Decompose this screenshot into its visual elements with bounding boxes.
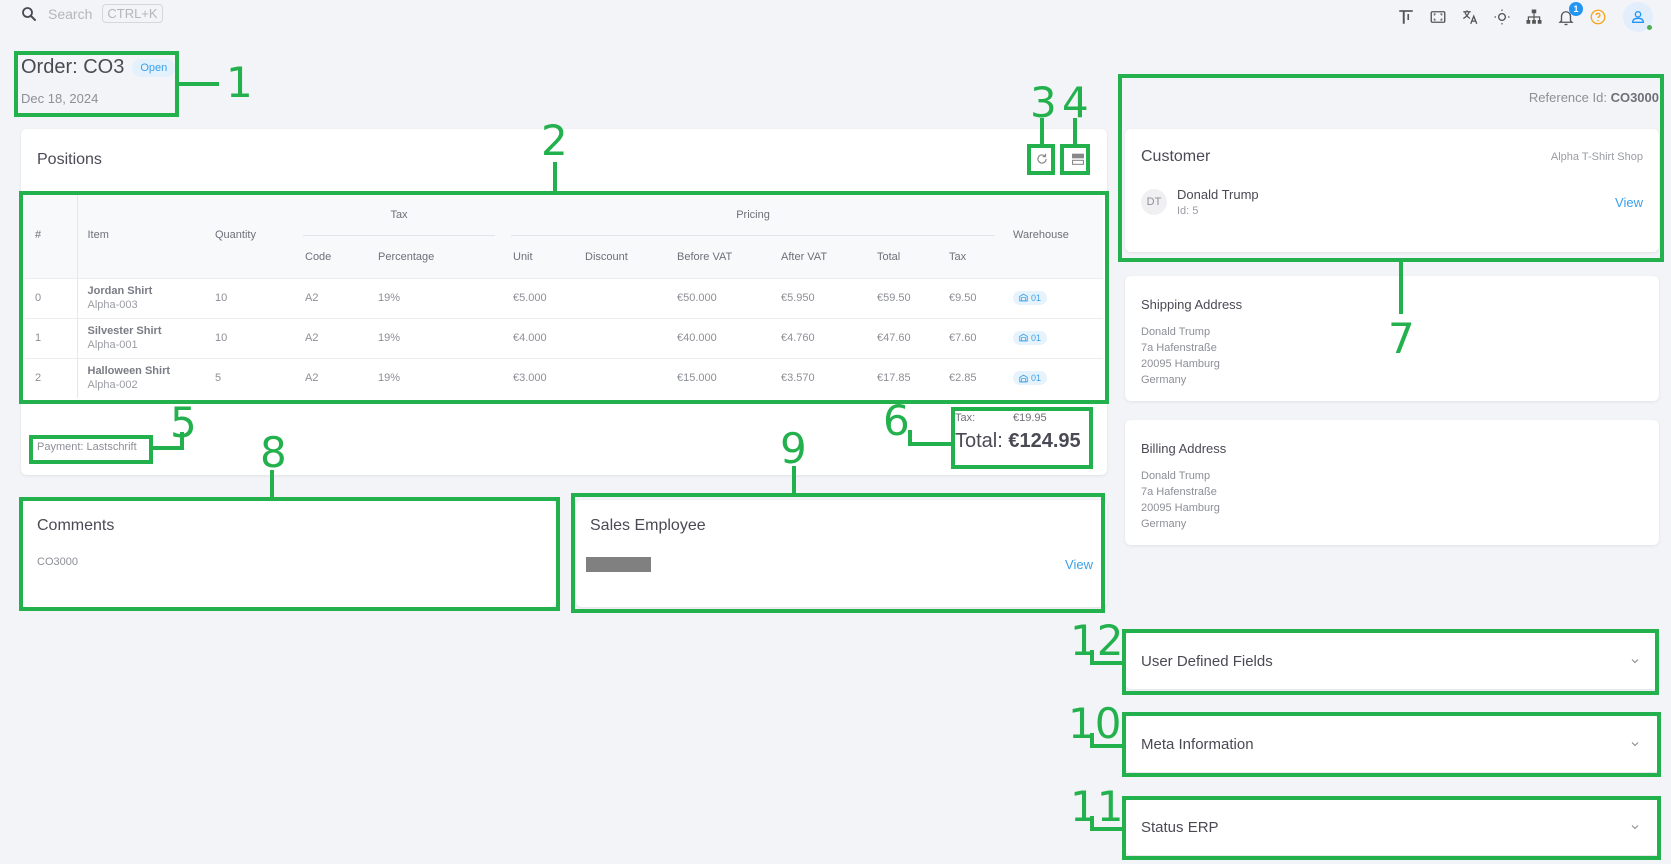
customer-shop: Alpha T-Shirt Shop bbox=[1550, 151, 1643, 163]
text-height-button[interactable] bbox=[1395, 6, 1417, 28]
theme-toggle-button[interactable] bbox=[1491, 6, 1513, 28]
col-unit: Unit bbox=[503, 236, 575, 278]
customer-id: Id: 5 bbox=[1177, 205, 1199, 217]
col-before-vat: Before VAT bbox=[667, 236, 771, 278]
col-tax-code: Code bbox=[295, 236, 368, 278]
reference-id: Reference Id: CO3000 bbox=[1528, 90, 1659, 105]
col-group-tax: Tax bbox=[295, 193, 503, 236]
fullscreen-icon bbox=[1430, 11, 1446, 23]
customer-view-link[interactable]: View bbox=[1615, 195, 1643, 210]
chevron-down-icon bbox=[1631, 659, 1639, 664]
customer-title: Customer bbox=[1141, 148, 1211, 165]
org-tree-icon bbox=[1526, 9, 1542, 24]
status-badge: Open bbox=[132, 58, 176, 77]
order-header: Order: CO3 Open Dec 18, 2024 bbox=[21, 56, 176, 106]
col-warehouse: Warehouse bbox=[1003, 193, 1103, 278]
item-name: Silvester Shirt bbox=[87, 325, 162, 337]
item-sku: Alpha-002 bbox=[87, 379, 138, 392]
meta-information-accordion[interactable]: Meta Information bbox=[1125, 716, 1659, 772]
sales-employee-title: Sales Employee bbox=[590, 517, 706, 534]
total-label: Total: bbox=[955, 430, 1003, 452]
notification-count-badge: 1 bbox=[1569, 2, 1583, 16]
warehouse-icon bbox=[1019, 374, 1028, 382]
col-item: Item bbox=[77, 193, 205, 278]
search-shortcut: CTRL+K bbox=[102, 4, 163, 23]
user-icon bbox=[1631, 11, 1645, 23]
comments-text: CO3000 bbox=[37, 556, 78, 568]
item-sku: Alpha-003 bbox=[87, 299, 138, 311]
tax-value: €19.95 bbox=[1013, 412, 1047, 424]
total-value: €124.95 bbox=[1008, 430, 1081, 452]
org-tree-button[interactable] bbox=[1523, 6, 1545, 28]
search-placeholder: Search bbox=[48, 5, 93, 22]
search-icon bbox=[22, 6, 36, 21]
refresh-icon bbox=[1037, 153, 1047, 164]
bell-icon bbox=[1558, 11, 1574, 26]
page-title: Order: CO3 bbox=[21, 56, 125, 78]
online-status-dot bbox=[1647, 25, 1652, 30]
fullscreen-button[interactable] bbox=[1427, 6, 1449, 28]
sales-employee-card: Sales Employee View bbox=[576, 500, 1107, 607]
warehouse-badge[interactable]: 01 bbox=[1013, 290, 1048, 305]
user-defined-fields-accordion[interactable]: User Defined Fields bbox=[1125, 633, 1659, 689]
billing-address-card: Billing Address Donald Trump 7a Hafenstr… bbox=[1125, 420, 1659, 545]
positions-title: Positions bbox=[37, 151, 102, 168]
col-tax-percentage: Percentage bbox=[368, 236, 503, 278]
col-group-pricing: Pricing bbox=[503, 193, 1003, 236]
col-after-vat: After VAT bbox=[771, 236, 867, 278]
shipping-address-card: Shipping Address Donald Trump 7a Hafenst… bbox=[1125, 276, 1659, 401]
theme-sun-icon bbox=[1494, 9, 1510, 25]
item-sku: Alpha-001 bbox=[87, 339, 138, 351]
redacted-employee-name bbox=[586, 557, 651, 572]
positions-table: # Item Quantity Tax Pricing Warehouse Co… bbox=[25, 193, 1103, 398]
warehouse-badge[interactable]: 01 bbox=[1013, 330, 1048, 345]
chevron-down-icon bbox=[1631, 825, 1639, 830]
shipping-address-title: Shipping Address bbox=[1141, 297, 1243, 312]
payment-method: Payment: Lastschrift bbox=[37, 441, 137, 453]
warehouse-icon bbox=[1019, 333, 1028, 342]
col-index: # bbox=[25, 193, 78, 278]
order-date: Dec 18, 2024 bbox=[21, 91, 99, 106]
translate-icon bbox=[1462, 10, 1478, 25]
col-discount: Discount bbox=[575, 236, 667, 278]
avatar: DT bbox=[1141, 189, 1167, 215]
col-quantity: Quantity bbox=[205, 193, 295, 278]
sales-employee-view-link[interactable]: View bbox=[1065, 557, 1093, 572]
refresh-button[interactable] bbox=[1031, 148, 1053, 170]
col-tax: Tax bbox=[939, 236, 1003, 278]
layout-toggle-button[interactable] bbox=[1067, 148, 1089, 170]
top-bar: Search CTRL+K 1 bbox=[0, 0, 1671, 32]
text-height-icon bbox=[1399, 10, 1413, 24]
toolbar-icons: 1 bbox=[1395, 2, 1653, 32]
customer-card: Customer Alpha T-Shirt Shop DT Donald Tr… bbox=[1125, 129, 1659, 252]
warehouse-icon bbox=[1019, 293, 1028, 302]
item-name: Jordan Shirt bbox=[87, 285, 153, 297]
positions-card: Positions # Item Quantity Tax Pricing Wa… bbox=[21, 129, 1107, 475]
translate-button[interactable] bbox=[1459, 6, 1481, 28]
warehouse-badge[interactable]: 01 bbox=[1013, 371, 1048, 385]
help-button[interactable] bbox=[1587, 6, 1609, 28]
layout-toggle-icon bbox=[1071, 153, 1084, 165]
help-icon bbox=[1590, 9, 1606, 25]
order-totals: Tax: €19.95 Total: €124.95 bbox=[955, 412, 1087, 453]
item-name: Halloween Shirt bbox=[87, 365, 171, 378]
customer-name: Donald Trump bbox=[1177, 187, 1259, 202]
tax-label: Tax: bbox=[955, 412, 976, 424]
billing-address-title: Billing Address bbox=[1141, 441, 1227, 456]
user-menu-button[interactable] bbox=[1623, 2, 1653, 32]
global-search[interactable]: Search CTRL+K bbox=[20, 4, 163, 23]
status-erp-accordion[interactable]: Status ERP bbox=[1125, 799, 1659, 855]
comments-title: Comments bbox=[37, 517, 115, 534]
notifications-button[interactable]: 1 bbox=[1555, 2, 1583, 28]
chevron-down-icon bbox=[1631, 742, 1639, 747]
col-total: Total bbox=[867, 236, 939, 278]
comments-card: Comments CO3000 bbox=[21, 500, 556, 607]
